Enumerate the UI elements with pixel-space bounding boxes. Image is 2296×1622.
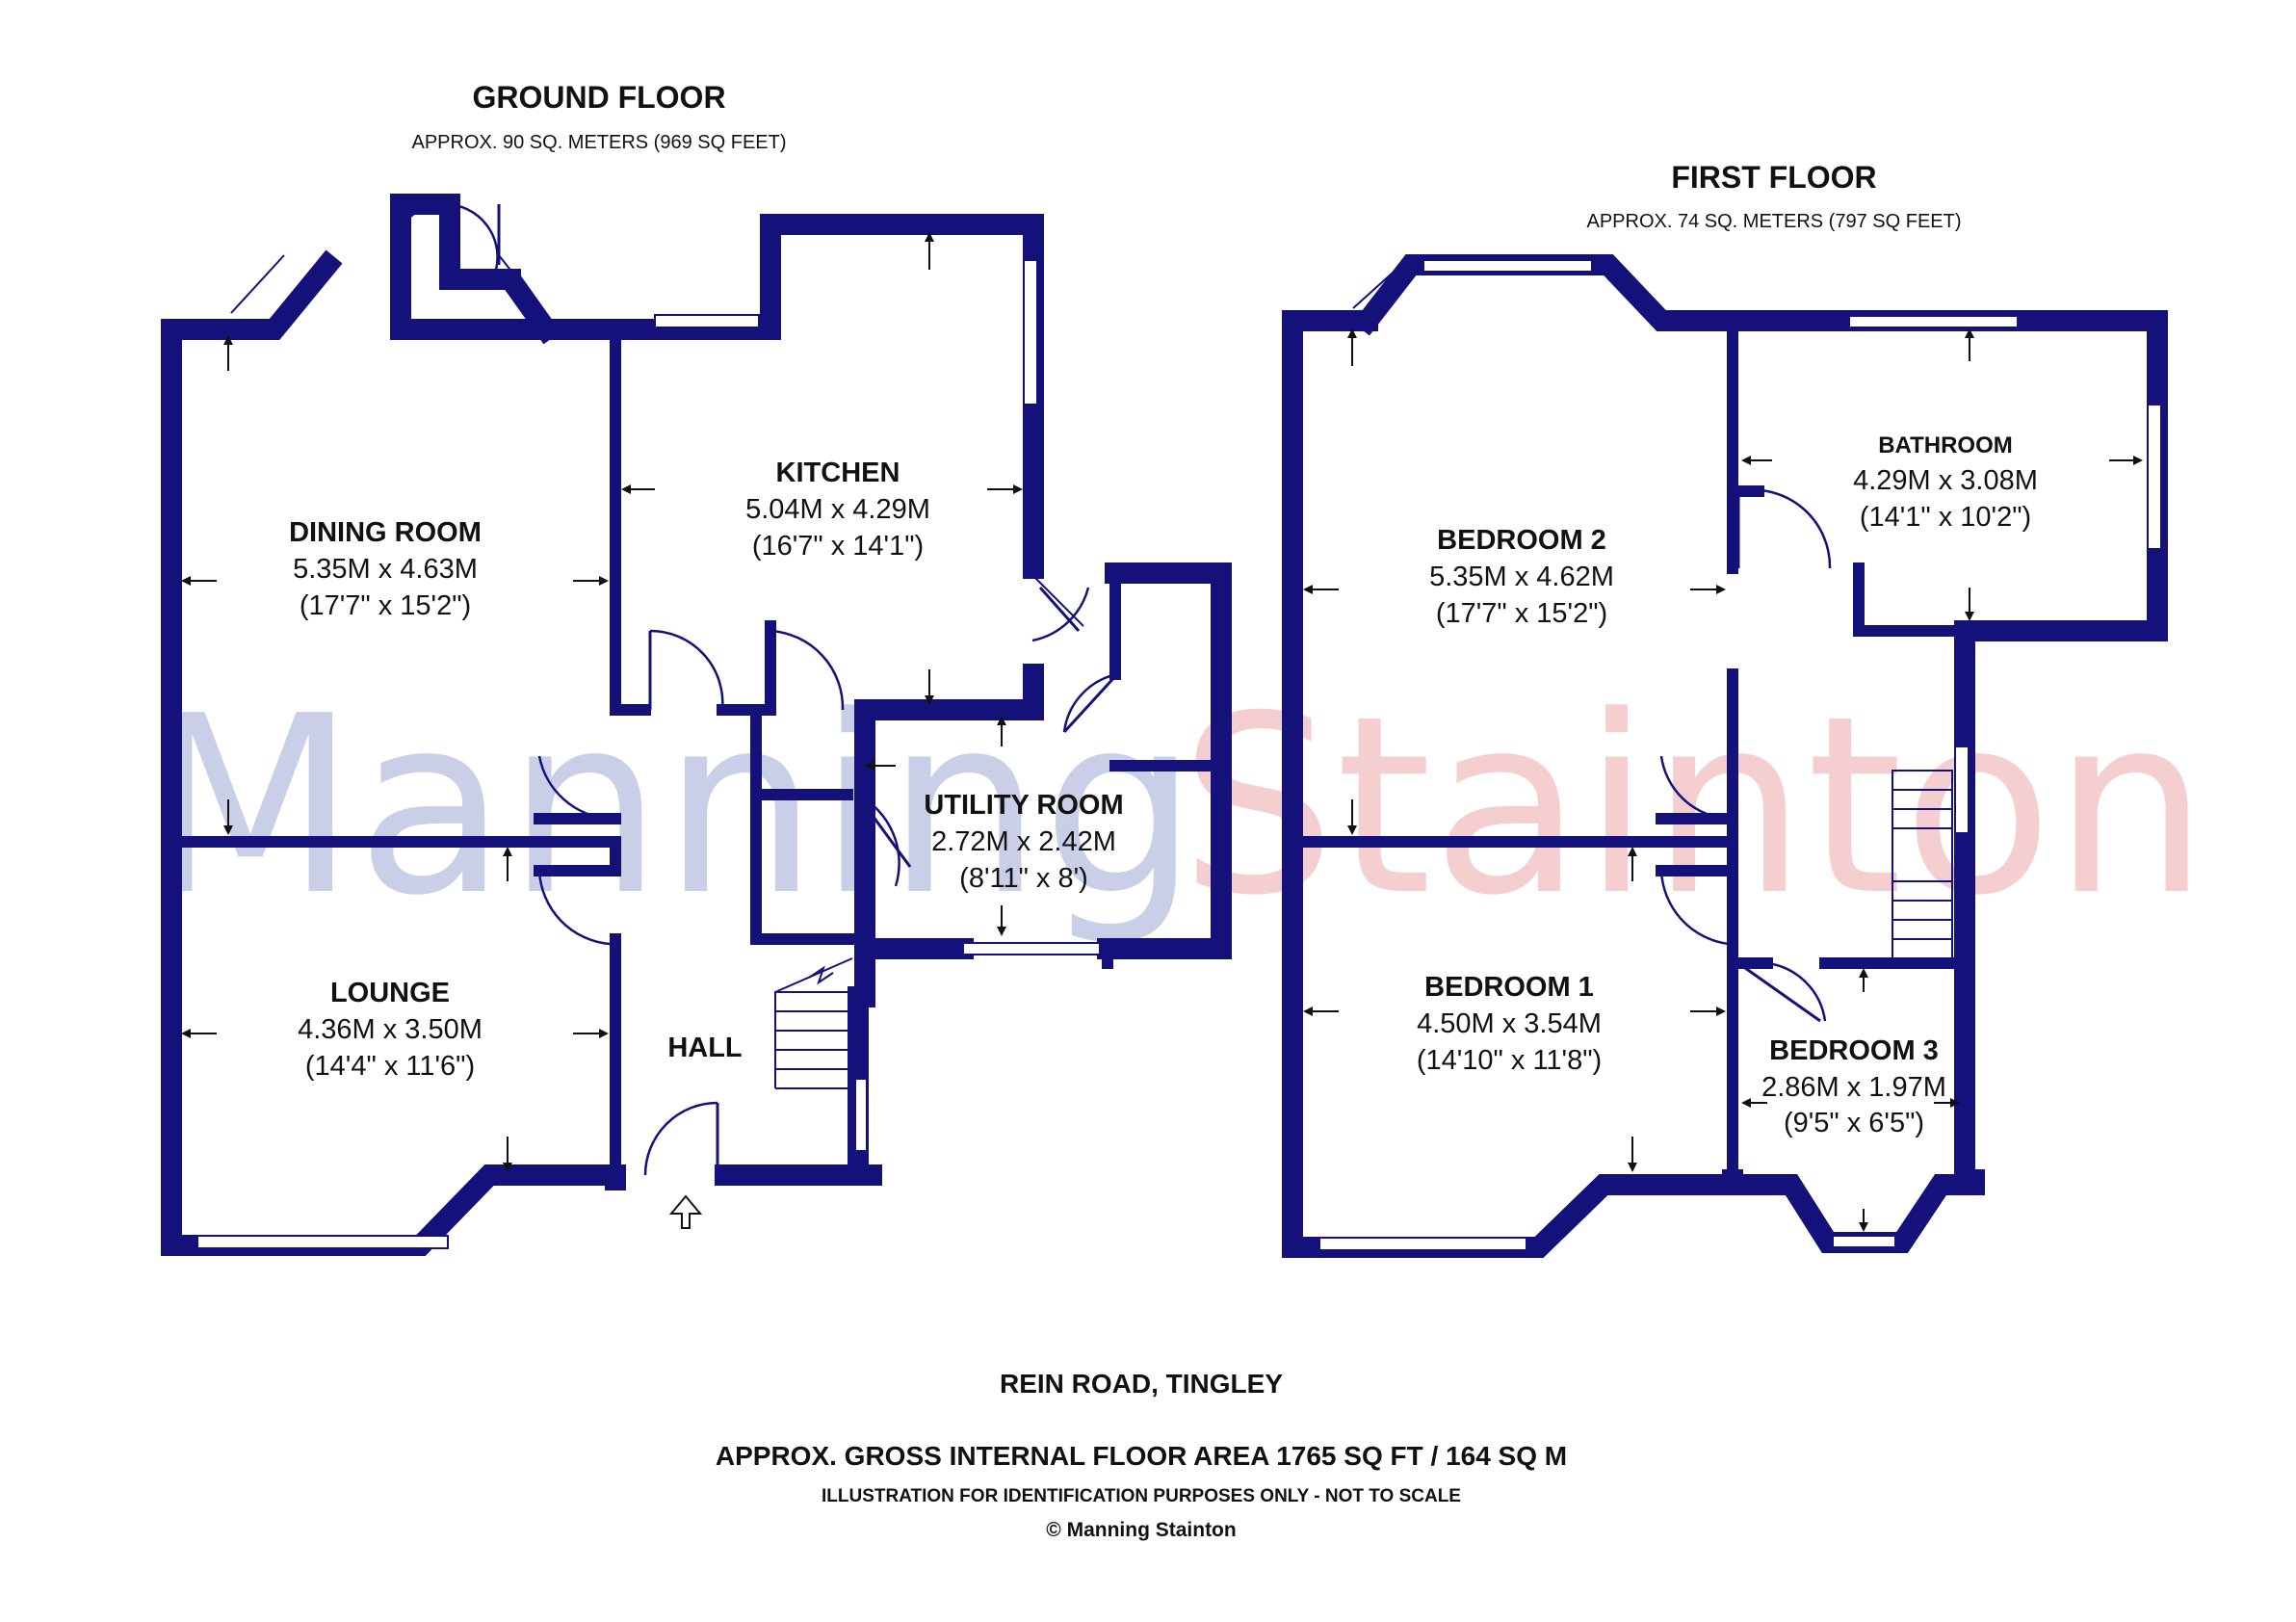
disclaimer: ILLUSTRATION FOR IDENTIFICATION PURPOSES… bbox=[822, 1486, 1461, 1506]
room-imperial: (9'5" x 6'5") bbox=[1784, 1108, 1924, 1138]
footer: REIN ROAD, TINGLEY APPROX. GROSS INTERNA… bbox=[716, 1369, 1567, 1541]
utility-window bbox=[962, 942, 1101, 955]
room-name: KITCHEN bbox=[776, 458, 900, 488]
kitchen-window-top bbox=[654, 314, 760, 328]
room-metric: 5.35M x 4.62M bbox=[1429, 562, 1614, 592]
first-floor-dimension-arrows bbox=[1303, 328, 2143, 1232]
room-bathroom: BATHROOM 4.29M x 3.08M (14'1" x 10'2") bbox=[1853, 432, 2038, 533]
room-imperial: (14'10" x 11'8") bbox=[1417, 1045, 1602, 1076]
first-floor-doors bbox=[1659, 488, 1832, 1023]
room-utility: UTILITY ROOM 2.72M x 2.42M (8'11" x 8') bbox=[924, 790, 1123, 894]
room-metric: 4.50M x 3.54M bbox=[1417, 1008, 1602, 1039]
room-imperial: (14'1" x 10'2") bbox=[1860, 502, 2031, 533]
bedroom-1-window bbox=[1318, 1237, 1527, 1251]
ground-floor-stairs bbox=[774, 957, 853, 1089]
room-imperial: (17'7" x 15'2") bbox=[300, 590, 471, 621]
room-imperial: (14'4" x 11'6") bbox=[305, 1051, 475, 1082]
room-name: HALL bbox=[667, 1033, 742, 1063]
room-dining: DINING ROOM 5.35M x 4.63M (17'7" x 15'2"… bbox=[289, 517, 482, 621]
room-name: BEDROOM 1 bbox=[1424, 972, 1594, 1003]
room-lounge: LOUNGE 4.36M x 3.50M (14'4" x 11'6") bbox=[298, 978, 483, 1082]
ground-floor-windows bbox=[196, 254, 1101, 1249]
hall-window bbox=[854, 1078, 868, 1152]
room-imperial: (16'7" x 14'1") bbox=[752, 531, 924, 562]
lounge-window bbox=[196, 1235, 449, 1249]
bedroom-2-window bbox=[1422, 259, 1593, 273]
kitchen-window-right bbox=[1023, 259, 1038, 406]
room-metric: 5.04M x 4.29M bbox=[745, 494, 930, 525]
room-metric: 4.29M x 3.08M bbox=[1853, 465, 2038, 496]
room-name: LOUNGE bbox=[330, 978, 450, 1008]
first-floor: FIRST FLOOR APPROX. 74 SQ. METERS (797 S… bbox=[1282, 160, 2168, 1258]
ground-floor-area: APPROX. 90 SQ. METERS (969 SQ FEET) bbox=[412, 132, 787, 153]
ground-floor: GROUND FLOOR APPROX. 90 SQ. METERS (969 … bbox=[161, 80, 1232, 1256]
entrance-arrow-icon bbox=[668, 1194, 703, 1229]
room-name: BEDROOM 3 bbox=[1769, 1035, 1939, 1066]
first-floor-area: APPROX. 74 SQ. METERS (797 SQ FEET) bbox=[1587, 211, 1962, 232]
room-metric: 4.36M x 3.50M bbox=[298, 1014, 483, 1045]
room-metric: 2.86M x 1.97M bbox=[1761, 1072, 1946, 1103]
room-metric: 5.35M x 4.63M bbox=[293, 554, 478, 585]
property-address: REIN ROAD, TINGLEY bbox=[1000, 1369, 1283, 1399]
room-bedroom-2: BEDROOM 2 5.35M x 4.62M (17'7" x 15'2") bbox=[1429, 525, 1614, 629]
first-floor-title: FIRST FLOOR bbox=[1671, 160, 1876, 195]
first-floor-stairs bbox=[1892, 770, 1953, 959]
room-imperial: (17'7" x 15'2") bbox=[1436, 598, 1607, 629]
room-hall: HALL bbox=[667, 1033, 742, 1063]
copyright: © Manning Stainton bbox=[1046, 1519, 1236, 1541]
room-name: DINING ROOM bbox=[289, 517, 482, 548]
room-imperial: (8'11" x 8') bbox=[959, 863, 1088, 894]
room-name: BATHROOM bbox=[1878, 432, 2013, 458]
watermark: Manning Stainton bbox=[144, 664, 2208, 950]
landing-window bbox=[1954, 746, 1970, 834]
bathroom-window-top bbox=[1848, 315, 2019, 328]
bathroom-window-right bbox=[2147, 404, 2162, 550]
gross-area: APPROX. GROSS INTERNAL FLOOR AREA 1765 S… bbox=[716, 1441, 1567, 1471]
room-bedroom-1: BEDROOM 1 4.50M x 3.54M (14'10" x 11'8") bbox=[1417, 972, 1602, 1076]
first-floor-windows bbox=[1318, 259, 2162, 1251]
ground-floor-title: GROUND FLOOR bbox=[472, 80, 725, 115]
room-metric: 2.72M x 2.42M bbox=[931, 826, 1116, 857]
room-kitchen: KITCHEN 5.04M x 4.29M (16'7" x 14'1") bbox=[745, 458, 930, 562]
room-name: UTILITY ROOM bbox=[924, 790, 1123, 821]
room-name: BEDROOM 2 bbox=[1437, 525, 1606, 556]
room-bedroom-3: BEDROOM 3 2.86M x 1.97M (9'5" x 6'5") bbox=[1761, 1035, 1946, 1138]
bedroom-3-window bbox=[1832, 1235, 1896, 1248]
ground-floor-dimension-arrows bbox=[181, 232, 1023, 1172]
ground-floor-doors bbox=[390, 202, 1119, 1176]
